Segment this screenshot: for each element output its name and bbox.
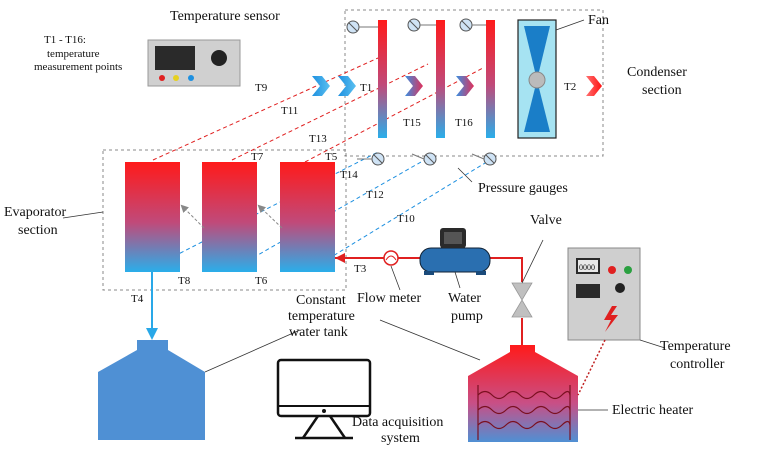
airflow-chevron-icon [338,76,356,96]
evaporator-tank-2 [202,162,257,272]
airflow-chevron-icon [586,76,602,96]
outflow-arrowhead [146,328,158,340]
point-t10: T10 [397,213,415,225]
flow-meter-label: Flow meter [357,291,421,306]
flow-arrow [257,204,283,229]
condenser-tube-2 [436,20,445,138]
point-t12: T12 [366,189,384,201]
pressure-gauge-icon [346,18,486,34]
electric-heater-label: Electric heater [612,403,694,418]
point-t16: T16 [455,117,473,129]
tank-label-1: Constant [296,293,346,308]
evaporator-label-1: Evaporator [4,205,67,220]
condenser-tube-1 [378,20,387,138]
lightning-icon [604,306,618,332]
monitor-icon [276,358,372,440]
measurement-points-label-3: measurement points [34,61,122,73]
evaporator-tank-1 [125,162,180,272]
daq-label-1: Data acquisition [352,415,443,430]
point-t3: T3 [354,263,367,275]
temperature-controller-device: 0000 [567,247,641,341]
pressure-gauge-icon [357,152,497,166]
tank-label-3: water tank [289,325,348,340]
point-t15: T15 [403,117,421,129]
electric-heater-coil [477,385,571,440]
flow-meter-icon [383,250,399,266]
flow-arrowhead [335,253,345,263]
measurement-lines [152,57,491,271]
valve-label: Valve [530,213,562,228]
evaporator-tank-3 [280,162,335,272]
point-t6: T6 [255,275,268,287]
point-t11: T11 [281,105,298,117]
point-t7: T7 [251,151,264,163]
point-t13: T13 [309,133,327,145]
water-pump-label-2: pump [451,309,483,324]
temperature-sensor-device [147,39,241,87]
evaporator-section-box [102,149,347,291]
condenser-label-1: Condenser [627,65,687,80]
point-t8: T8 [178,275,191,287]
airflow-chevron-icon [405,76,423,96]
flow-arrow [180,204,205,229]
controller-display: 0000 [579,263,595,272]
fan-icon [517,19,557,139]
point-t5: T5 [325,151,338,163]
point-t1: T1 [360,82,372,94]
constant-temperature-tank [98,340,205,440]
measurement-points-label-2: temperature [47,48,100,60]
pressure-gauges-label: Pressure gauges [478,181,568,196]
point-t9: T9 [255,82,268,94]
temp-controller-label-2: controller [670,357,725,372]
airflow-chevron-icon [312,76,330,96]
condenser-label-2: section [642,83,682,98]
pump-icon [419,228,491,275]
point-t14: T14 [340,169,358,181]
point-t2: T2 [564,81,576,93]
valve-icon [511,282,533,318]
measurement-points-label-1: T1 - T16: [44,34,86,46]
water-pump-label-1: Water [448,291,481,306]
condenser-tube-3 [486,20,495,138]
temp-controller-label-1: Temperature [660,339,731,354]
tank-label-2: temperature [288,309,355,324]
fan-label: Fan [588,13,609,28]
point-t4: T4 [131,293,144,305]
evaporator-label-2: section [18,223,58,238]
temperature-sensor-label: Temperature sensor [170,9,280,24]
heated-water-tank [468,345,578,442]
daq-label-2: system [381,431,420,446]
airflow-chevron-icon [456,76,474,96]
